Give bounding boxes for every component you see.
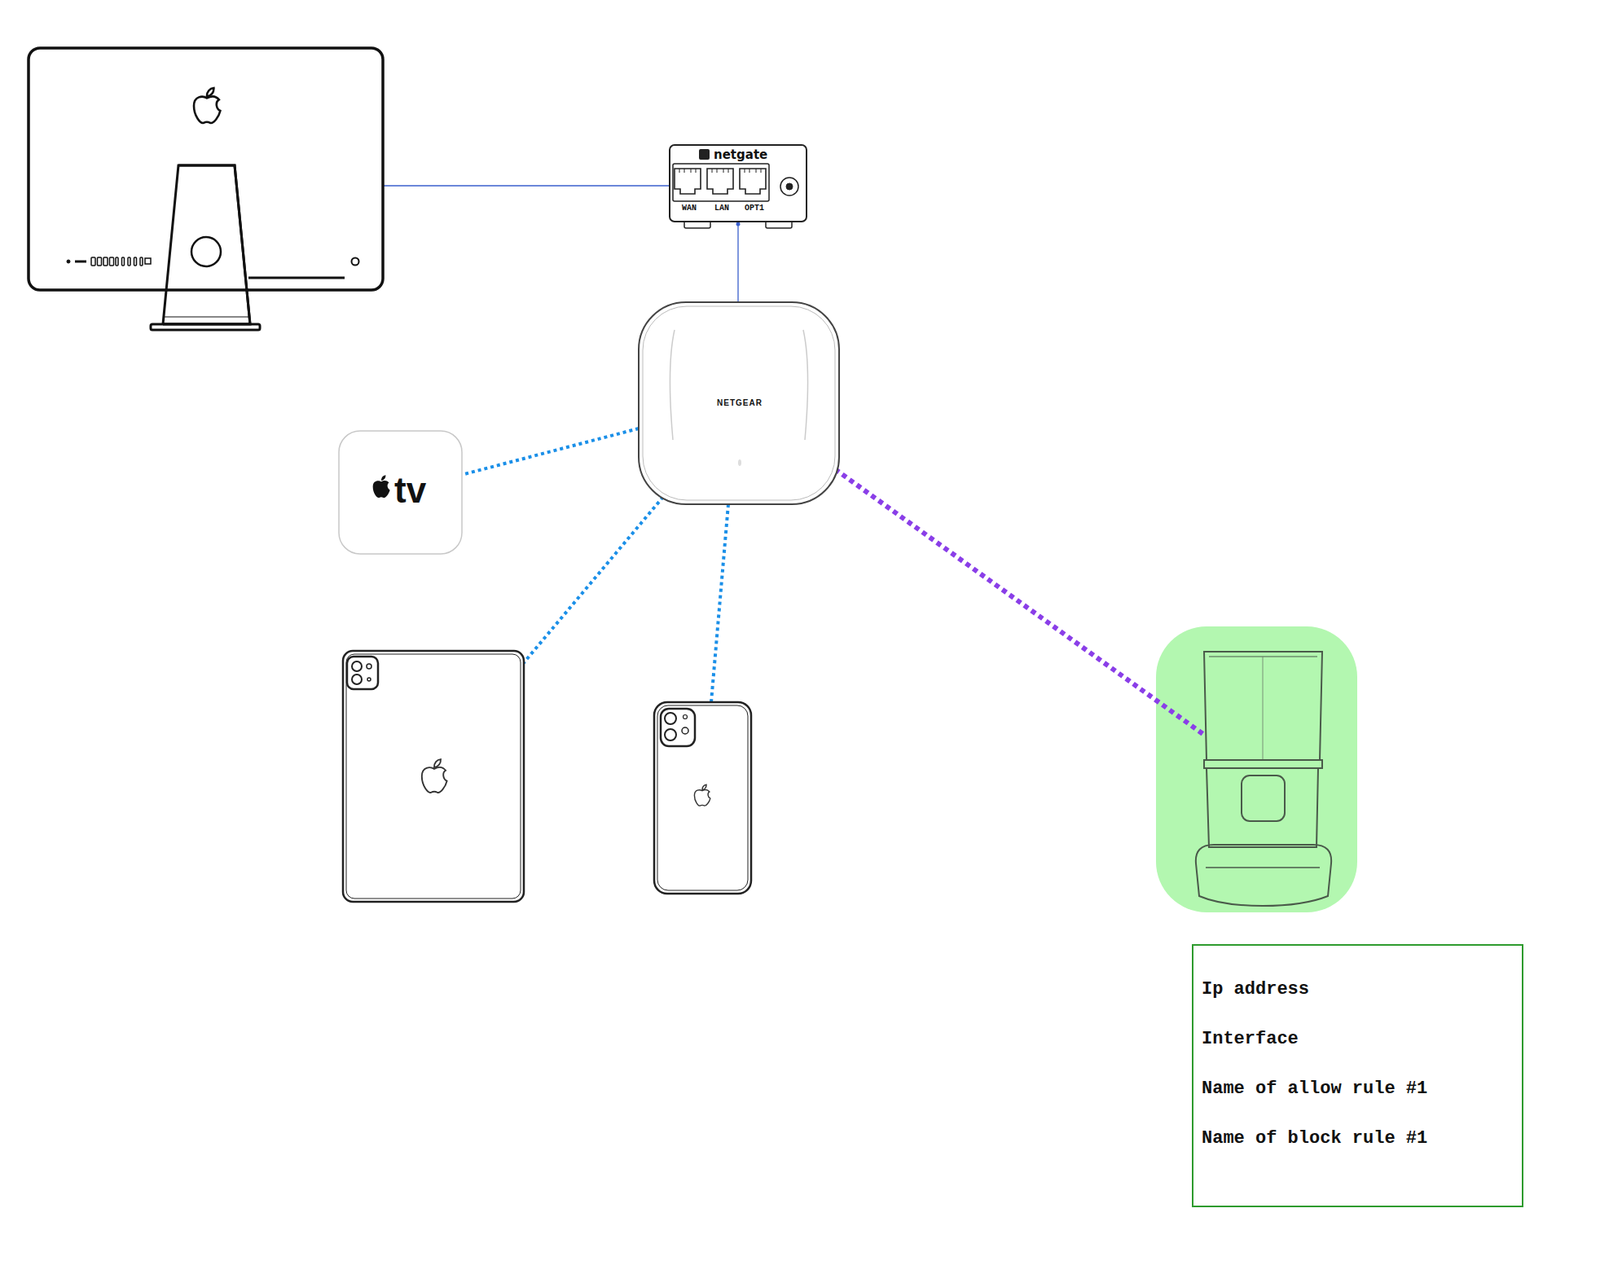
imac-back-part (66, 259, 71, 264)
pet-feeder-part (1204, 651, 1323, 761)
pet-feeder (1156, 626, 1358, 913)
ipad-part (342, 650, 524, 902)
netgear-access-point-part (642, 306, 836, 501)
imac-back-part (74, 260, 87, 264)
pet-feeder-part (1208, 655, 1318, 657)
wireless-link-part (521, 496, 664, 666)
ipad-part (346, 654, 521, 899)
imac-back-part (191, 237, 221, 267)
netgear-access-point-part (738, 459, 742, 466)
netgate-router-part (698, 149, 710, 160)
ipad-part (347, 656, 379, 690)
imac-back-part (162, 316, 251, 317)
info-box: Ip addressInterfaceName of allow rule #1… (1191, 944, 1524, 1208)
field-label: Ip address (1201, 980, 1511, 1000)
netgate-router (669, 145, 807, 229)
pet-feeder-part (1206, 768, 1319, 848)
pet-feeder-part (1241, 775, 1285, 822)
iphone-part (664, 712, 677, 725)
netgate-router-part-part (712, 168, 729, 173)
imac-back-part-part (109, 257, 115, 266)
netgate-router-part (672, 163, 770, 202)
netgate-router-part-part (674, 168, 701, 194)
field-label: Interface (1201, 1029, 1511, 1050)
imac-back-part-part (91, 257, 96, 266)
ipad-part (351, 674, 362, 685)
ipad-part (351, 661, 362, 672)
apple-tv-part (373, 474, 391, 498)
iphone-part (660, 708, 695, 747)
iphone-part (664, 729, 677, 741)
imac-back-part (91, 257, 151, 266)
field-label: Name of block rule #1 (1201, 1129, 1511, 1149)
pet-feeder-part (1156, 626, 1358, 913)
device-label: tv (394, 472, 427, 509)
imac-back-part-part (140, 257, 143, 266)
imac-back (28, 48, 383, 330)
iphone (654, 702, 752, 894)
imac-back-part (351, 258, 360, 266)
iphone-part (657, 705, 748, 891)
netgate-router-part-part (679, 168, 696, 173)
imac-back-part-part (103, 257, 108, 266)
field-label: Name of allow rule #1 (1201, 1079, 1511, 1099)
brand-label: netgate (713, 149, 768, 162)
imac-back-part (193, 87, 220, 124)
netgate-router-part-part (707, 168, 734, 194)
iphone-part (681, 727, 689, 735)
port-label: OPT1 (744, 204, 765, 213)
ipad (342, 650, 524, 902)
port-label: WAN (681, 204, 697, 213)
apple-tv-part (338, 430, 462, 554)
brand-label: NETGEAR (716, 399, 763, 408)
netgate-router-part (786, 183, 793, 190)
ipad-part (421, 759, 448, 793)
ipad-part (367, 677, 371, 682)
wired-link-part (737, 223, 739, 303)
apple-tv (338, 430, 462, 554)
netgate-router-part (669, 145, 807, 222)
netgear-access-point-part (669, 329, 675, 440)
imac-back-part (28, 48, 383, 291)
iphone-part (683, 715, 688, 720)
imac-back-part-part (97, 257, 102, 266)
imac-back-part (248, 276, 345, 280)
ipad-part (366, 663, 372, 669)
wireless-link-part (464, 428, 639, 475)
pet-feeder-part (1204, 760, 1323, 769)
imac-back-part-part (115, 257, 119, 266)
wired-link-part (382, 184, 670, 186)
pet-feeder-part (1205, 866, 1320, 869)
iphone-part (694, 784, 710, 806)
pet-feeder-part (1195, 844, 1332, 906)
imac-back-part-part (134, 257, 137, 266)
netgate-router-part (674, 168, 766, 194)
imac-back-part (162, 165, 251, 325)
netgear-access-point (638, 302, 840, 505)
imac-back-part-part (122, 257, 125, 266)
port-label: LAN (714, 204, 730, 213)
imac-back-part-part (127, 257, 131, 266)
netgate-router-part-part (744, 168, 761, 173)
pet-feeder-part (1262, 656, 1264, 761)
iphone-part (654, 702, 752, 894)
wired-link-part (736, 222, 741, 227)
imac-back-part (162, 165, 251, 325)
imac-back-part-part (145, 258, 151, 264)
netgate-router-part-part (739, 168, 766, 194)
netgate-router-part (780, 177, 799, 196)
wireless-link-part (711, 504, 729, 703)
netgear-access-point-part (638, 302, 840, 505)
wireless-link (835, 469, 1205, 735)
netgear-access-point-part (803, 329, 809, 440)
